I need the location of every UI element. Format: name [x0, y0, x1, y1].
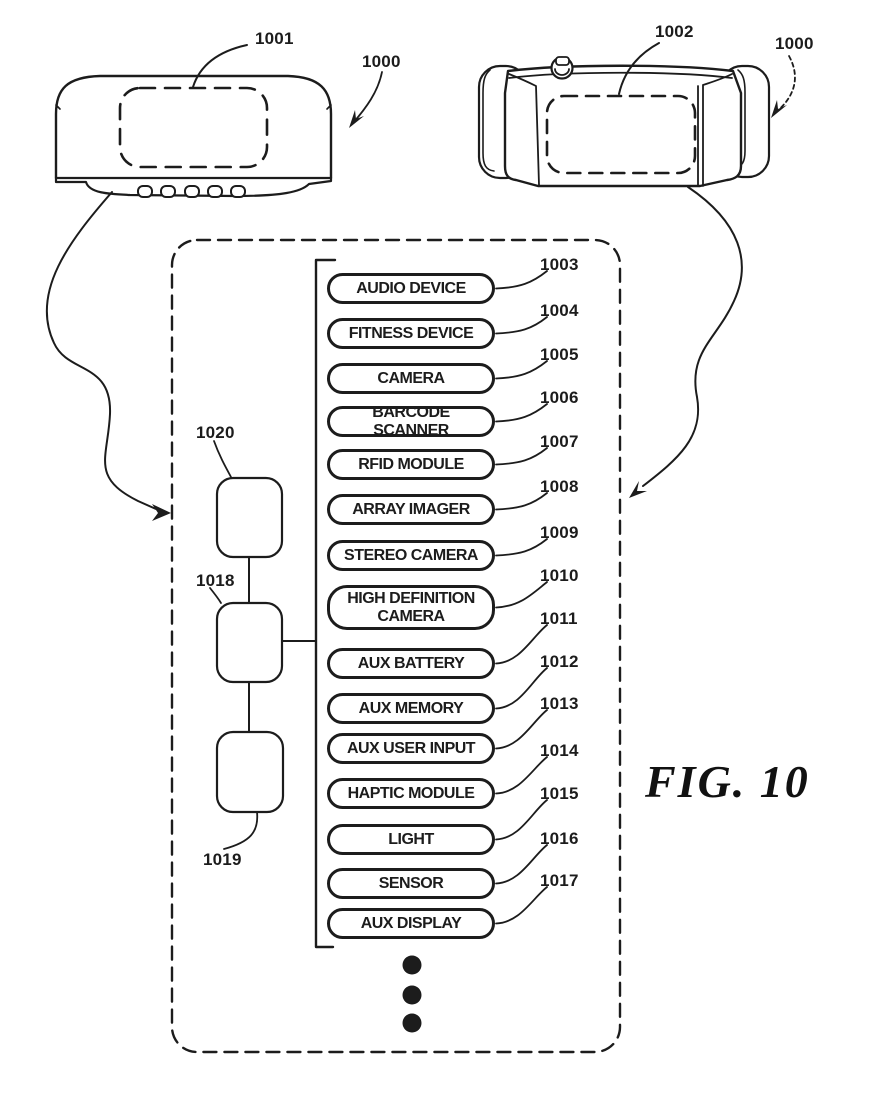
module-ref-number: 1004 — [540, 301, 579, 321]
ellipsis-dot — [403, 1014, 422, 1033]
arrowhead-into-diagram-left — [152, 504, 171, 521]
arrowhead-into-diagram-right — [629, 481, 647, 498]
leader-1000-right — [775, 56, 795, 113]
module-pill: HAPTIC MODULE — [327, 778, 495, 809]
module-ref-number: 1003 — [540, 255, 579, 275]
module-ref-number: 1005 — [540, 345, 579, 365]
leader-watch-to-diagram — [643, 187, 742, 486]
module-pill: FITNESS DEVICE — [327, 318, 495, 349]
module-pill-label: SENSOR — [379, 875, 444, 893]
module-pill-label: AUDIO DEVICE — [356, 280, 466, 298]
module-pill-label: HAPTIC MODULE — [348, 785, 475, 803]
module-pill: STEREO CAMERA — [327, 540, 495, 571]
figure-title: FIG. 10 — [645, 755, 810, 808]
module-pill: AUX BATTERY — [327, 648, 495, 679]
module-pill: SENSOR — [327, 868, 495, 899]
ref-label-1001: 1001 — [255, 29, 294, 49]
module-ref-number: 1014 — [540, 741, 579, 761]
module-pill-label: BARCODE SCANNER — [336, 404, 486, 440]
ref-label-1000-right: 1000 — [775, 34, 814, 54]
module-pill-label: FITNESS DEVICE — [349, 325, 474, 343]
module-ref-number: 1011 — [540, 609, 578, 629]
watch-crown-knob — [556, 57, 569, 65]
module-pill-label: HIGH DEFINITION CAMERA — [336, 590, 486, 626]
module-pill: AUX MEMORY — [327, 693, 495, 724]
ref-label-1002: 1002 — [655, 22, 694, 42]
module-ref-number: 1006 — [540, 388, 579, 408]
module-pill-label: AUX USER INPUT — [347, 740, 475, 758]
module-pill: CAMERA — [327, 363, 495, 394]
module-pill-label: STEREO CAMERA — [344, 547, 478, 565]
box-1018 — [217, 603, 282, 682]
module-pill-label: AUX DISPLAY — [361, 915, 462, 933]
box-1020 — [217, 478, 282, 557]
ellipsis-dot — [403, 986, 422, 1005]
ellipsis-dot — [403, 956, 422, 975]
module-pill-label: LIGHT — [388, 831, 434, 849]
module-ref-number: 1012 — [540, 652, 579, 672]
ellipsis-dots — [403, 956, 422, 1033]
left-device-screen-dashed — [120, 88, 267, 167]
leader-1001 — [193, 45, 247, 87]
module-ref-number: 1016 — [540, 829, 579, 849]
module-pill-label: AUX MEMORY — [359, 700, 464, 718]
module-ref-number: 1009 — [540, 523, 579, 543]
ref-label-1000-left: 1000 — [362, 52, 401, 72]
module-ref-number: 1010 — [540, 566, 579, 586]
module-pill: AUDIO DEVICE — [327, 273, 495, 304]
module-pill: RFID MODULE — [327, 449, 495, 480]
ref-label-1019: 1019 — [203, 850, 242, 870]
box-1019 — [217, 732, 283, 812]
module-pill-label: AUX BATTERY — [358, 655, 465, 673]
module-leader-line — [496, 887, 547, 924]
module-pill: ARRAY IMAGER — [327, 494, 495, 525]
module-pill-label: RFID MODULE — [358, 456, 464, 474]
leader-1019 — [224, 812, 257, 849]
module-pill: AUX DISPLAY — [327, 908, 495, 939]
module-pill: HIGH DEFINITION CAMERA — [327, 585, 495, 630]
leader-left-device-to-diagram — [47, 192, 156, 509]
module-pill: AUX USER INPUT — [327, 733, 495, 764]
module-pill-label: CAMERA — [377, 370, 444, 388]
module-ref-number: 1013 — [540, 694, 579, 714]
ref-label-1018: 1018 — [196, 571, 235, 591]
module-pill: BARCODE SCANNER — [327, 406, 495, 437]
leader-1000-left — [353, 72, 382, 123]
module-ref-number: 1007 — [540, 432, 579, 452]
ref-label-1020: 1020 — [196, 423, 235, 443]
leader-1020 — [214, 441, 231, 477]
module-ref-number: 1008 — [540, 477, 579, 497]
module-ref-number: 1017 — [540, 871, 579, 891]
module-pill: LIGHT — [327, 824, 495, 855]
module-ref-number: 1015 — [540, 784, 579, 804]
left-device-body — [56, 76, 331, 178]
arrowhead-1000-right — [771, 100, 787, 118]
module-pill-label: ARRAY IMAGER — [352, 501, 470, 519]
